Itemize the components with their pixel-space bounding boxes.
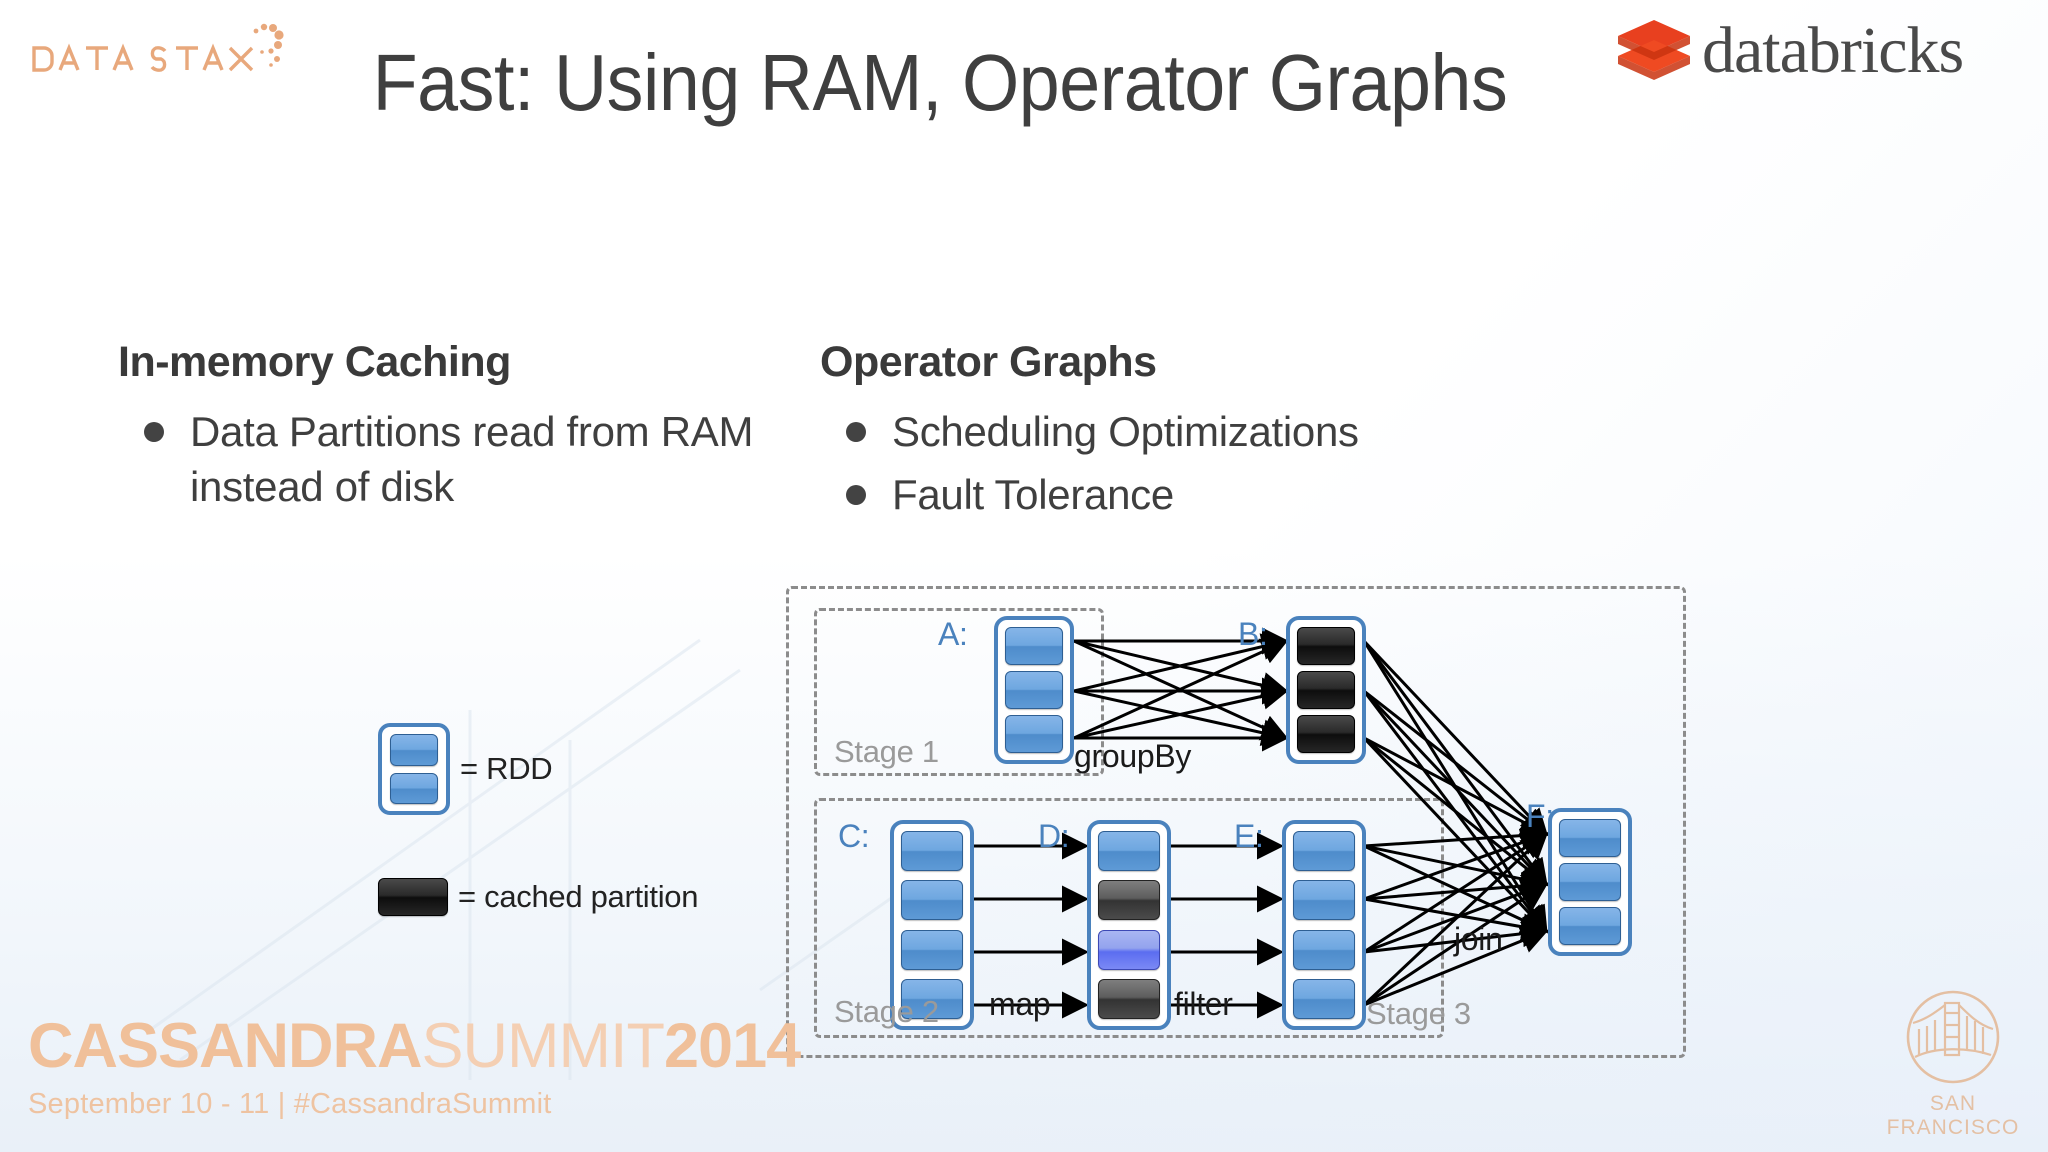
partition-blue — [1005, 627, 1063, 665]
databricks-brick-icon — [1618, 20, 1690, 80]
rdd-label-A: A: — [938, 616, 968, 652]
databricks-logo: databricks — [1616, 6, 2036, 96]
partition-cached — [1297, 627, 1355, 665]
column-operator-graphs: Operator Graphs Scheduling Optimizations… — [820, 338, 1460, 530]
partition-blue — [1293, 880, 1355, 921]
partition-blue — [1293, 978, 1355, 1019]
rdd-label-B: B: — [1238, 616, 1268, 652]
partition-cached — [1098, 978, 1160, 1019]
partition-blue — [901, 978, 963, 1019]
rdd-group-A — [994, 616, 1074, 764]
operator-groupby-label: groupBy — [1074, 738, 1192, 774]
summit-wordmark: CASSANDRASUMMIT2014 — [28, 1015, 801, 1078]
cassandra-summit-banner: CASSANDRASUMMIT2014 September 10 - 11 | … — [28, 1015, 801, 1121]
operator-graph-diagram: A: B: C: D: E: — [786, 586, 1686, 1116]
operator-map-label: map — [989, 986, 1051, 1022]
legend-rdd-symbol — [378, 723, 450, 815]
legend-rdd: = RDD — [378, 723, 553, 815]
partition-blue — [390, 772, 438, 804]
databricks-wordmark: databricks — [1702, 14, 1964, 87]
list-item: Scheduling Optimizations — [820, 405, 1460, 460]
stage3-boundary — [786, 586, 1686, 1058]
summit-summit: SUMMIT — [421, 1011, 665, 1081]
legend-rdd-label: = RDD — [460, 751, 553, 786]
rdd-group-E — [1282, 820, 1366, 1030]
rdd-group-D — [1087, 820, 1171, 1030]
partition-blue — [1098, 831, 1160, 871]
rdd-label-C: C: — [838, 818, 870, 854]
heading-operator-graphs: Operator Graphs — [820, 338, 1157, 386]
partition-blue — [1559, 863, 1621, 901]
legend-cached-label: = cached partition — [458, 879, 699, 914]
partition-cached — [1098, 880, 1160, 921]
rdd-label-E: E: — [1234, 818, 1264, 854]
datastax-logo — [28, 18, 288, 80]
bullet-list-left: Data Partitions read from RAM instead of… — [118, 405, 818, 514]
san-francisco-label: SAN FRANCISCO — [1886, 1092, 2020, 1139]
rdd-label-D: D: — [1038, 818, 1070, 854]
list-item: Data Partitions read from RAM instead of… — [118, 405, 818, 514]
summit-year: 2014 — [664, 1011, 801, 1081]
partition-cached — [1297, 671, 1355, 709]
summit-subtitle: September 10 - 11 | #CassandraSummit — [28, 1088, 552, 1120]
partition-violet — [1098, 929, 1160, 970]
stage1-label: Stage 1 — [834, 734, 939, 769]
partition-blue — [901, 929, 963, 970]
rdd-group-C — [890, 820, 974, 1030]
partition-blue — [901, 831, 963, 871]
bullet-list-right: Scheduling Optimizations Fault Tolerance — [820, 405, 1460, 522]
legend-cached-partition: = cached partition — [378, 878, 698, 916]
partition-blue — [1005, 671, 1063, 709]
rdd-group-B — [1286, 616, 1366, 764]
partition-blue — [1005, 715, 1063, 753]
page-title: Fast: Using RAM, Operator Graphs — [372, 38, 1508, 127]
partition-cached — [1297, 715, 1355, 753]
stage2-label: Stage 2 — [834, 994, 939, 1029]
column-in-memory-caching: In-memory Caching Data Partitions read f… — [118, 338, 818, 522]
san-francisco-logo: SAN FRANCISCO — [1878, 989, 2028, 1140]
golden-gate-bridge-icon — [1906, 990, 2000, 1084]
partition-blue — [1559, 907, 1621, 945]
list-item: Fault Tolerance — [820, 468, 1460, 523]
partition-blue — [390, 734, 438, 766]
stage3-label: Stage 3 — [1366, 996, 1471, 1031]
operator-join-label: join — [1454, 921, 1503, 957]
operator-filter-label: filter — [1174, 986, 1233, 1022]
partition-blue — [901, 880, 963, 921]
legend-cached-symbol — [378, 878, 448, 916]
partition-blue — [1559, 819, 1621, 857]
partition-blue — [1293, 831, 1355, 871]
heading-in-memory-caching: In-memory Caching — [118, 338, 511, 386]
summit-cassandra: CASSANDRA — [28, 1011, 423, 1081]
rdd-group-F — [1548, 808, 1632, 956]
partition-blue — [1293, 929, 1355, 970]
